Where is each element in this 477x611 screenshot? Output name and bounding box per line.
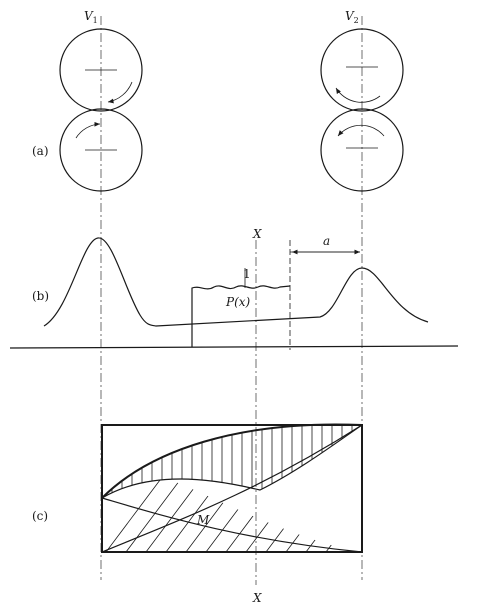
top-roll-left bbox=[59, 28, 143, 112]
upper-curve bbox=[101, 423, 363, 499]
panel-b-label: (b) bbox=[32, 289, 49, 303]
bottom-roll-left bbox=[59, 108, 143, 192]
middle-curve bbox=[101, 424, 363, 499]
baseline bbox=[9, 345, 459, 349]
distribution-label: P(x) bbox=[225, 295, 251, 309]
rotation-arrow-icon bbox=[107, 81, 133, 104]
rotation-arrow-icon bbox=[337, 124, 385, 137]
panel-a-label: (a) bbox=[32, 144, 49, 158]
roll-pair-right bbox=[320, 28, 404, 192]
top-roll-right bbox=[320, 28, 404, 112]
hatch-diagram bbox=[101, 423, 363, 553]
rotation-arrow-icon bbox=[335, 87, 381, 103]
hatch-frame bbox=[101, 424, 363, 553]
panel-c-label: (c) bbox=[32, 509, 48, 523]
fiber-index-label: 1 bbox=[243, 267, 251, 281]
distance-label: a bbox=[323, 234, 330, 248]
v1-label: V1 bbox=[84, 9, 98, 25]
bottom-roll-right bbox=[320, 108, 404, 192]
rising-curve bbox=[101, 424, 363, 553]
falling-curve bbox=[101, 497, 363, 553]
fiber-block bbox=[191, 285, 291, 347]
section-top-label: X bbox=[252, 227, 262, 241]
distribution-curve bbox=[43, 237, 429, 327]
section-bottom-label: X bbox=[252, 591, 262, 605]
intersection-label: M bbox=[196, 513, 210, 527]
v2-label: V2 bbox=[345, 9, 359, 25]
rotation-arrow-icon bbox=[75, 121, 101, 139]
roll-pair-left bbox=[59, 28, 143, 192]
